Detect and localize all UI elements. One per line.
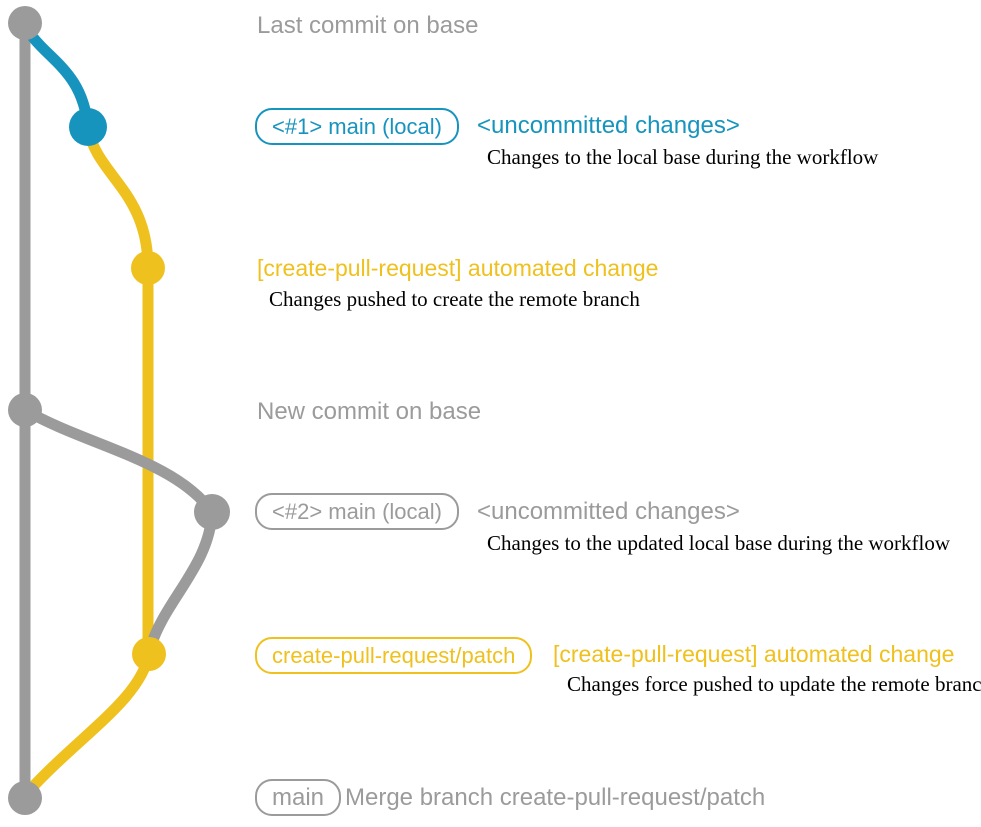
automated-change-message-2: [create-pull-request] automated change [553, 641, 955, 667]
main-local-commit-dot-1 [69, 108, 107, 146]
base-to-main-local-2-edge [19, 404, 218, 518]
new-commit-on-base-label: New commit on base [257, 398, 482, 425]
automated-change-message-1: [create-pull-request] automated change [257, 255, 659, 281]
uncommitted-changes-description-1: Changes to the local base during the wor… [487, 145, 879, 169]
main-local-2-to-patch-edge [145, 506, 218, 652]
base-commit-dot-1 [8, 6, 42, 40]
patch-branch-creation-edge [82, 121, 154, 274]
merge-commit-dot [8, 781, 42, 815]
patch-commit-dot-1 [131, 251, 165, 285]
main-local-commit-dot-2 [194, 494, 230, 530]
branch-badge-main-local-1: <#1> main (local) [255, 108, 459, 145]
uncommitted-changes-message-2: <uncommitted changes> [477, 498, 740, 525]
base-commit-dot-2 [8, 393, 42, 427]
merge-commit-message: Merge branch create-pull-request/patch [345, 784, 766, 811]
last-commit-on-base-label: Last commit on base [257, 12, 479, 39]
automated-change-description-1: Changes pushed to create the remote bran… [269, 287, 640, 311]
patch-merge-edge [22, 648, 155, 798]
branch-badge-main: main [255, 779, 342, 816]
uncommitted-changes-description-2: Changes to the updated local base during… [487, 531, 951, 555]
branch-badge-main-local-2: <#2> main (local) [255, 493, 459, 530]
automated-change-description-2: Changes force pushed to update the remot… [567, 672, 981, 696]
patch-commit-dot-2 [132, 637, 166, 671]
branch-badge-patch: create-pull-request/patch [255, 637, 533, 674]
uncommitted-changes-message-1: <uncommitted changes> [477, 112, 740, 139]
